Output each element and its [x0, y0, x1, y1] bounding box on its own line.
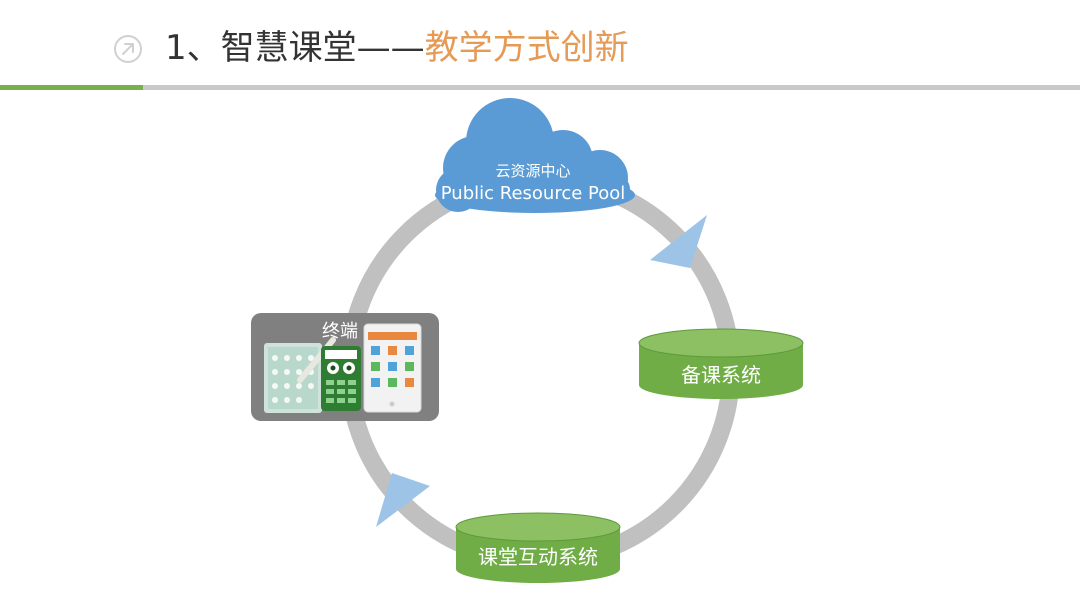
interaction-system-cylinder: 课堂互动系统: [455, 512, 621, 583]
terminal-box: 终端: [251, 313, 439, 421]
arrow-up-right-circle-icon: [114, 35, 142, 63]
cycle-arrow-top-right: [650, 215, 707, 268]
terminal-label: 终端: [322, 321, 358, 342]
title-divider-green: [0, 85, 143, 90]
cloud-resource-center: 云资源中心 Public Resource Pool: [435, 98, 635, 213]
interaction-system-label: 课堂互动系统: [478, 545, 598, 569]
cloud-label-en: Public Resource Pool: [441, 183, 626, 204]
title-prefix: 1、智慧课堂——: [165, 28, 425, 68]
prep-system-cylinder: 备课系统: [638, 328, 804, 399]
answer-tablet-icon: [363, 323, 422, 413]
clicker-remote-icon: [321, 346, 361, 411]
page-title: 1、智慧课堂——教学方式创新: [165, 24, 629, 72]
cycle-arrow-bottom-left: [376, 473, 430, 527]
tablet-device-icon: [264, 337, 336, 413]
prep-system-label: 备课系统: [681, 363, 761, 387]
title-divider-gray: [143, 85, 1080, 90]
title-highlight: 教学方式创新: [424, 28, 629, 68]
cloud-label-cn: 云资源中心: [495, 162, 570, 180]
